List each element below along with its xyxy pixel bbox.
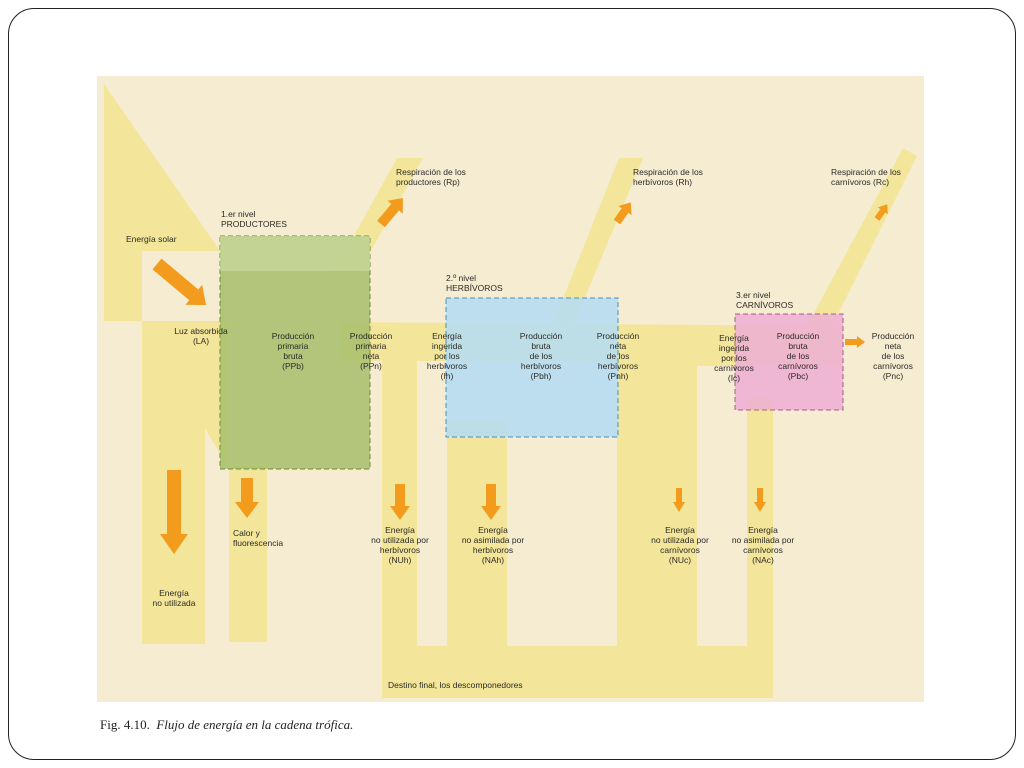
nah-arrow — [481, 484, 501, 520]
label-calor: Calor y fluorescencia — [233, 528, 284, 548]
level-1-title: 1.er nivel PRODUCTORES — [221, 209, 287, 229]
label-nuh: Energía no utilizada por herbívoros (NUh… — [371, 525, 429, 565]
label-rh: Respiración de los herbívoros (Rh) — [633, 167, 703, 187]
herbivore-respiration-band — [552, 158, 643, 326]
nuc-arrow — [673, 488, 685, 512]
unused-energy-arrow — [160, 470, 188, 554]
nac-arrow — [754, 488, 766, 512]
pnc-arrow — [845, 336, 865, 348]
herbivores-level-box — [445, 297, 619, 438]
solar-arrow — [152, 258, 207, 306]
rc-arrow — [874, 204, 888, 221]
solar-incoming-band — [104, 84, 220, 321]
label-rc: Respiración de los carnívoros (Rc) — [831, 167, 901, 187]
producers-level-box — [219, 235, 371, 470]
rp-arrow — [377, 197, 403, 228]
energy-flow-figure: 1.er nivel PRODUCTORES 2.º nivel HERBÍVO… — [97, 76, 924, 702]
label-energia-solar: Energía solar — [126, 234, 177, 244]
label-pnh: Producción neta de los herbívoros (Pnh) — [596, 331, 640, 381]
label-nah: Energía no asimilada por herbívoros (NAh… — [461, 525, 525, 565]
nuh-arrow — [390, 484, 410, 520]
carnivores-level-box — [734, 313, 844, 411]
label-pbh: Producción bruta de los herbívoros (Pbh) — [519, 331, 563, 381]
label-nuc: Energía no utilizada por carnívoros (NUc… — [651, 525, 709, 565]
nah-column — [475, 421, 507, 676]
label-pbc: Producción bruta de los carnívoros (Pbc) — [776, 331, 820, 381]
return-link-2 — [507, 398, 697, 676]
label-luz-absorbida: Luz absorbida (LA) — [174, 326, 228, 346]
heat-arrow — [235, 478, 259, 518]
return-link-1 — [417, 421, 475, 676]
label-nac: Energía no asimilada por carnívoros (NAc… — [731, 525, 795, 565]
energy-arrows — [152, 197, 888, 554]
label-ic: Energía ingerida por los carnívoros (Ic) — [714, 333, 754, 383]
heat-band — [229, 466, 267, 642]
label-ppb: Producción primaria bruta (PPb) — [271, 331, 315, 371]
label-pnc: Producción neta de los carnívoros (Pnc) — [871, 331, 915, 381]
label-no-utilizada: Energía no utilizada — [152, 588, 196, 608]
level-2-title: 2.º nivel HERBÍVOROS — [446, 273, 503, 293]
label-ppn: Producción primaria neta (PPn) — [349, 331, 393, 371]
caption-number: Fig. 4.10. — [100, 717, 150, 732]
rh-arrow — [613, 202, 632, 225]
producers-level-overlap — [220, 236, 370, 271]
figure-caption: Fig. 4.10. Flujo de energía en la cadena… — [100, 717, 353, 733]
label-ih: Energía ingerida por los herbívoros (Ih) — [426, 331, 468, 381]
energy-flow-diagram — [104, 84, 917, 698]
level-3-title: 3.er nivel CARNÍVOROS — [736, 290, 794, 310]
label-destino: Destino final, los descomponedores — [388, 680, 523, 690]
nac-column — [747, 398, 773, 676]
caption-text: Flujo de energía en la cadena trófica. — [156, 717, 354, 732]
label-rp: Respiración de los productores (Rp) — [396, 167, 466, 187]
carnivore-respiration-band — [807, 148, 917, 326]
